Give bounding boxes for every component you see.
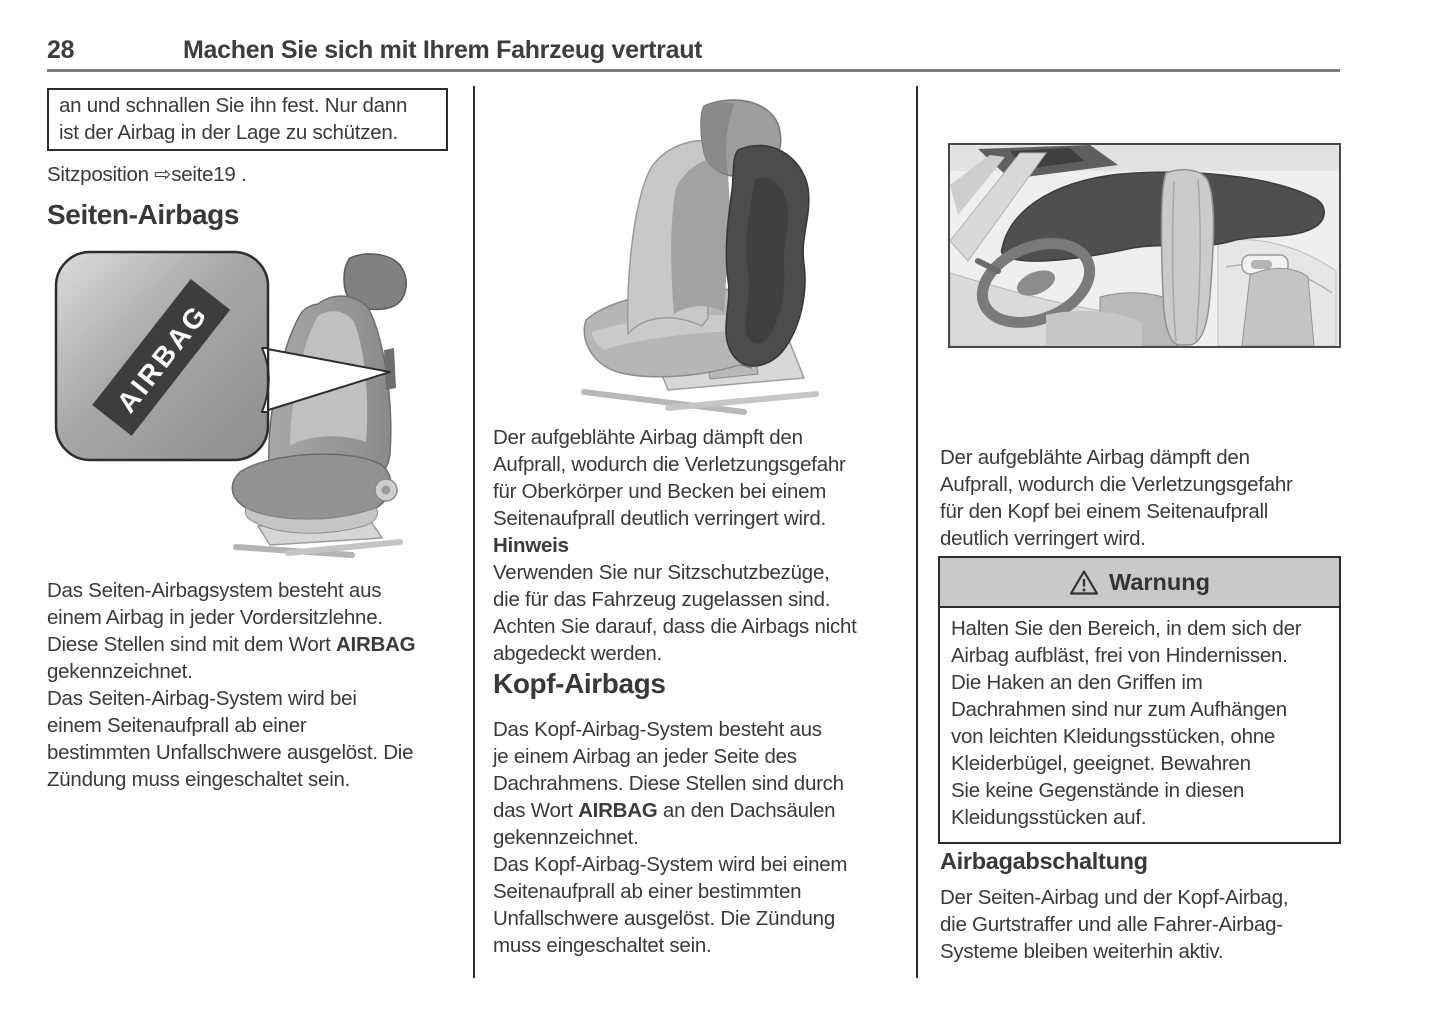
center-console (1046, 310, 1142, 346)
page-title: Machen Sie sich mit Ihrem Fahrzeug vertr… (183, 36, 703, 64)
callout-notch (261, 347, 270, 413)
airbagabschaltung-paragraph: Der Seiten-Airbag und der Kopf-Airbag, d… (940, 886, 1289, 963)
paragraph-text: Das Kopf-Airbag-System besteht aus je ei… (493, 718, 844, 822)
paragraph-text: Verwenden Sie nur Sitzschutzbezüge, die … (493, 561, 857, 665)
seat-position-reference: Sitzposition ⇨seite19 . (47, 161, 247, 188)
airbag-word-bold: AIRBAG (578, 799, 658, 822)
section-heading-seiten-airbags: Seiten-Airbags (47, 199, 239, 230)
header-rule (47, 69, 1340, 72)
section-heading-kopf-airbags: Kopf-Airbags (493, 668, 666, 699)
front-seatback (1160, 168, 1215, 346)
deployed-side-airbag-illustration (556, 88, 908, 420)
interior-image (950, 145, 1339, 346)
column-separator-1 (473, 86, 475, 978)
seat-position-suffix: . (235, 163, 247, 186)
rear-seat (1241, 268, 1315, 346)
warning-title: Warnung (1109, 568, 1210, 595)
deployed-airbag-shape (725, 144, 810, 367)
page-number: 28 (47, 36, 75, 64)
side-airbag-effect-paragraph: Der aufgeblähte Airbag dämpft den Aufpra… (493, 424, 905, 667)
section-heading-airbagabschaltung: Airbagabschaltung (940, 848, 1148, 874)
kopf-airbags-paragraph: Das Kopf-Airbag-System besteht aus je ei… (493, 716, 905, 959)
car-seat-drawing (581, 99, 819, 415)
airbag-word-bold: AIRBAG (335, 633, 416, 656)
paragraph-text: Das Seiten-Airbagsystem besteht aus eine… (47, 579, 383, 656)
kopf-airbag-effect-paragraph: Der aufgeblähte Airbag dämpft den Aufpra… (940, 446, 1293, 550)
continuation-text-box: an und schnallen Sie ihn fest. Nur dann … (47, 88, 448, 151)
a-pillar (950, 152, 1047, 262)
seat-position-label: Sitzposition (47, 163, 155, 186)
curtain-airbag-interior-illustration (948, 143, 1341, 348)
paragraph-text: an den Dachsäulen gekennzeichnet. Das Ko… (493, 799, 848, 957)
page-reference-link[interactable]: ⇨seite19 (154, 163, 236, 186)
side-airbag-seat-illustration: AIRBAG (50, 246, 462, 564)
paragraph-text: gekennzeichnet. Das Seiten-Airbag-System… (47, 660, 414, 791)
warning-icon (1069, 569, 1099, 595)
warning-body: Halten Sie den Bereich, in dem sich der … (951, 617, 1302, 829)
paragraph-text: Der aufgeblähte Airbag dämpft den Aufpra… (493, 426, 846, 530)
seat-airbag-image (581, 99, 819, 415)
warning-box: Warnung Halten Sie den Bereich, in dem s… (938, 556, 1341, 844)
hinweis-label: Hinweis (493, 534, 569, 557)
seat-callout-image: AIRBAG (54, 250, 407, 558)
seiten-airbags-paragraph: Das Seiten-Airbagsystem besteht aus eine… (47, 577, 459, 793)
column-separator-2 (916, 86, 918, 978)
warning-box-header: Warnung (940, 558, 1339, 608)
